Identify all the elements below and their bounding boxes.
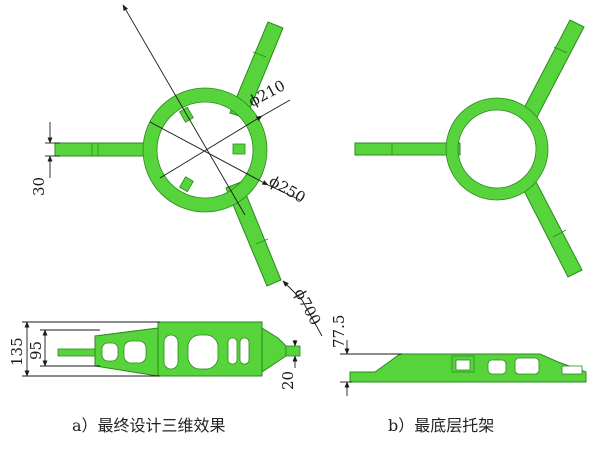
dim-label-d250: ϕ250	[266, 172, 309, 207]
inner-lug	[178, 176, 194, 193]
caption-b: b）最底层托架	[388, 416, 495, 435]
dim-label-135: 135	[8, 337, 26, 366]
dim-label-20: 20	[279, 371, 297, 390]
arm-lower-right	[225, 181, 282, 287]
dimension-lines-b-side	[340, 340, 402, 396]
ring-outer	[143, 88, 267, 212]
view-b-top-bracket	[354, 19, 585, 278]
view-b-side-profile	[349, 353, 587, 383]
arm-left	[54, 142, 156, 157]
dimension-lines-a-side	[22, 321, 298, 377]
dim-label-77-5: 77.5	[330, 315, 348, 348]
view-a-top-bracket	[54, 21, 284, 287]
caption-a: a）最终设计三维效果	[72, 416, 226, 435]
inner-lug	[232, 143, 246, 155]
dim-label-95: 95	[27, 341, 45, 360]
view-a-side-profile	[57, 321, 301, 377]
dim-label-arm-width: 30	[30, 177, 48, 196]
dimension-lines-a	[45, 4, 323, 337]
dim-label-d700: ϕ700	[290, 285, 324, 328]
